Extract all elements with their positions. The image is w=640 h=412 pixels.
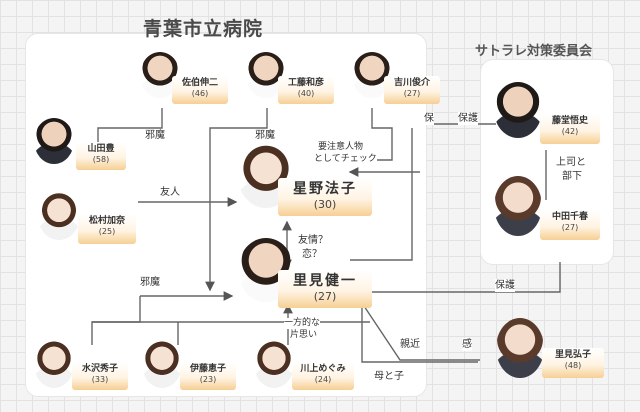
nakata-name: 中田千春 — [551, 212, 588, 222]
satomi-kenichi-name: 里見健一 — [293, 273, 357, 289]
ito-age: (23) — [199, 375, 217, 384]
yamada-namecard: 山田豊 (58) — [76, 142, 126, 170]
yamada-age: (58) — [92, 155, 110, 164]
label-jama-3: 邪魔 — [140, 276, 160, 289]
label-kataomoi-2: 片思い — [290, 330, 318, 341]
yoshikawa-namecard: 吉川俊介 (27) — [384, 76, 440, 104]
todo-photo — [494, 82, 542, 138]
label-kataomoi-1: 一方的な — [284, 318, 321, 329]
label-friend: 友人 — [160, 186, 180, 199]
line-protect-bottom-r — [426, 262, 561, 293]
todo-name: 藤堂悟史 — [551, 116, 588, 126]
todo-age: (42) — [561, 127, 579, 136]
hoshino-namecard: 星野法子 (30) — [278, 178, 372, 216]
kawakami-name: 川上めぐみ — [300, 364, 346, 374]
label-protect-bottom: 保護 — [495, 279, 515, 292]
committee-title: サトラレ対策委員会 — [475, 44, 593, 59]
saeki-namecard: 佐伯伸二 (46) — [172, 76, 228, 104]
kudo-age: (40) — [297, 89, 315, 98]
mizusawa-namecard: 水沢秀子 (33) — [72, 362, 128, 390]
mizusawa-age: (33) — [91, 375, 109, 384]
nakata-namecard: 中田千春 (27) — [540, 210, 600, 240]
mizusawa-photo — [34, 340, 74, 388]
hospital-title: 青葉市立病院 — [143, 18, 264, 40]
label-jama-2: 邪魔 — [255, 129, 275, 142]
yoshikawa-name: 吉川俊介 — [393, 78, 430, 88]
label-shinkin-a: 親近 — [400, 338, 420, 351]
satomi-kenichi-age: (27) — [313, 290, 337, 303]
kudo-name: 工藤和彦 — [287, 78, 324, 88]
satomi-kenichi-namecard: 里見健一 (27) — [278, 270, 372, 308]
kudo-namecard: 工藤和彦 (40) — [278, 76, 334, 104]
label-boss-1: 上司と — [556, 156, 586, 169]
hoshino-name: 星野法子 — [293, 181, 357, 197]
yoshikawa-age: (27) — [403, 89, 421, 98]
saeki-name: 佐伯伸二 — [181, 78, 218, 88]
matsumura-namecard: 松村加奈 (25) — [78, 214, 136, 244]
mizusawa-name: 水沢秀子 — [81, 364, 118, 374]
yamada-photo — [34, 118, 74, 164]
label-boss-2: 部下 — [562, 170, 582, 183]
satomi-hiroko-photo — [496, 318, 544, 378]
label-shinkin-b: 感 — [462, 338, 472, 351]
hoshino-age: (30) — [313, 198, 337, 211]
line-protect-top-drop — [350, 128, 413, 261]
label-friendship-1: 友情？ — [298, 234, 328, 247]
nakata-photo — [494, 176, 542, 236]
kawakami-photo — [254, 340, 294, 388]
line-shinkin — [359, 299, 480, 361]
label-mother: 母と子 — [374, 370, 404, 383]
label-jama-1: 邪魔 — [145, 129, 165, 142]
matsumura-age: (25) — [98, 227, 116, 236]
satomi-hiroko-namecard: 里見弘子 (48) — [542, 348, 604, 378]
label-caution-2: としてチェック — [314, 154, 377, 165]
satomi-hiroko-name: 里見弘子 — [554, 350, 591, 360]
satomi-hiroko-age: (48) — [564, 361, 582, 370]
label-friendship-2: 恋？ — [302, 248, 322, 261]
line-jama-left-drop — [91, 296, 141, 345]
yamada-name: 山田豊 — [87, 144, 115, 154]
line-kudo-jama — [205, 108, 268, 292]
saeki-age: (46) — [191, 89, 209, 98]
matsumura-photo — [38, 192, 80, 240]
matsumura-name: 松村加奈 — [88, 216, 125, 226]
line-yoshikawa-down — [362, 108, 393, 161]
label-protect-top-a: 保 — [424, 112, 434, 125]
kawakami-age: (24) — [314, 375, 332, 384]
label-caution-1: 要注意人物 — [318, 142, 364, 153]
todo-namecard: 藤堂悟史 (42) — [540, 114, 600, 144]
label-protect-top-b: 保護 — [458, 112, 478, 125]
ito-photo — [142, 340, 182, 388]
kawakami-namecard: 川上めぐみ (24) — [292, 362, 354, 390]
ito-namecard: 伊藤恵子 (23) — [180, 362, 236, 390]
nakata-age: (27) — [561, 223, 579, 232]
ito-name: 伊藤恵子 — [189, 364, 226, 374]
line-saeki-jama — [97, 108, 163, 150]
line-mother — [361, 298, 478, 363]
